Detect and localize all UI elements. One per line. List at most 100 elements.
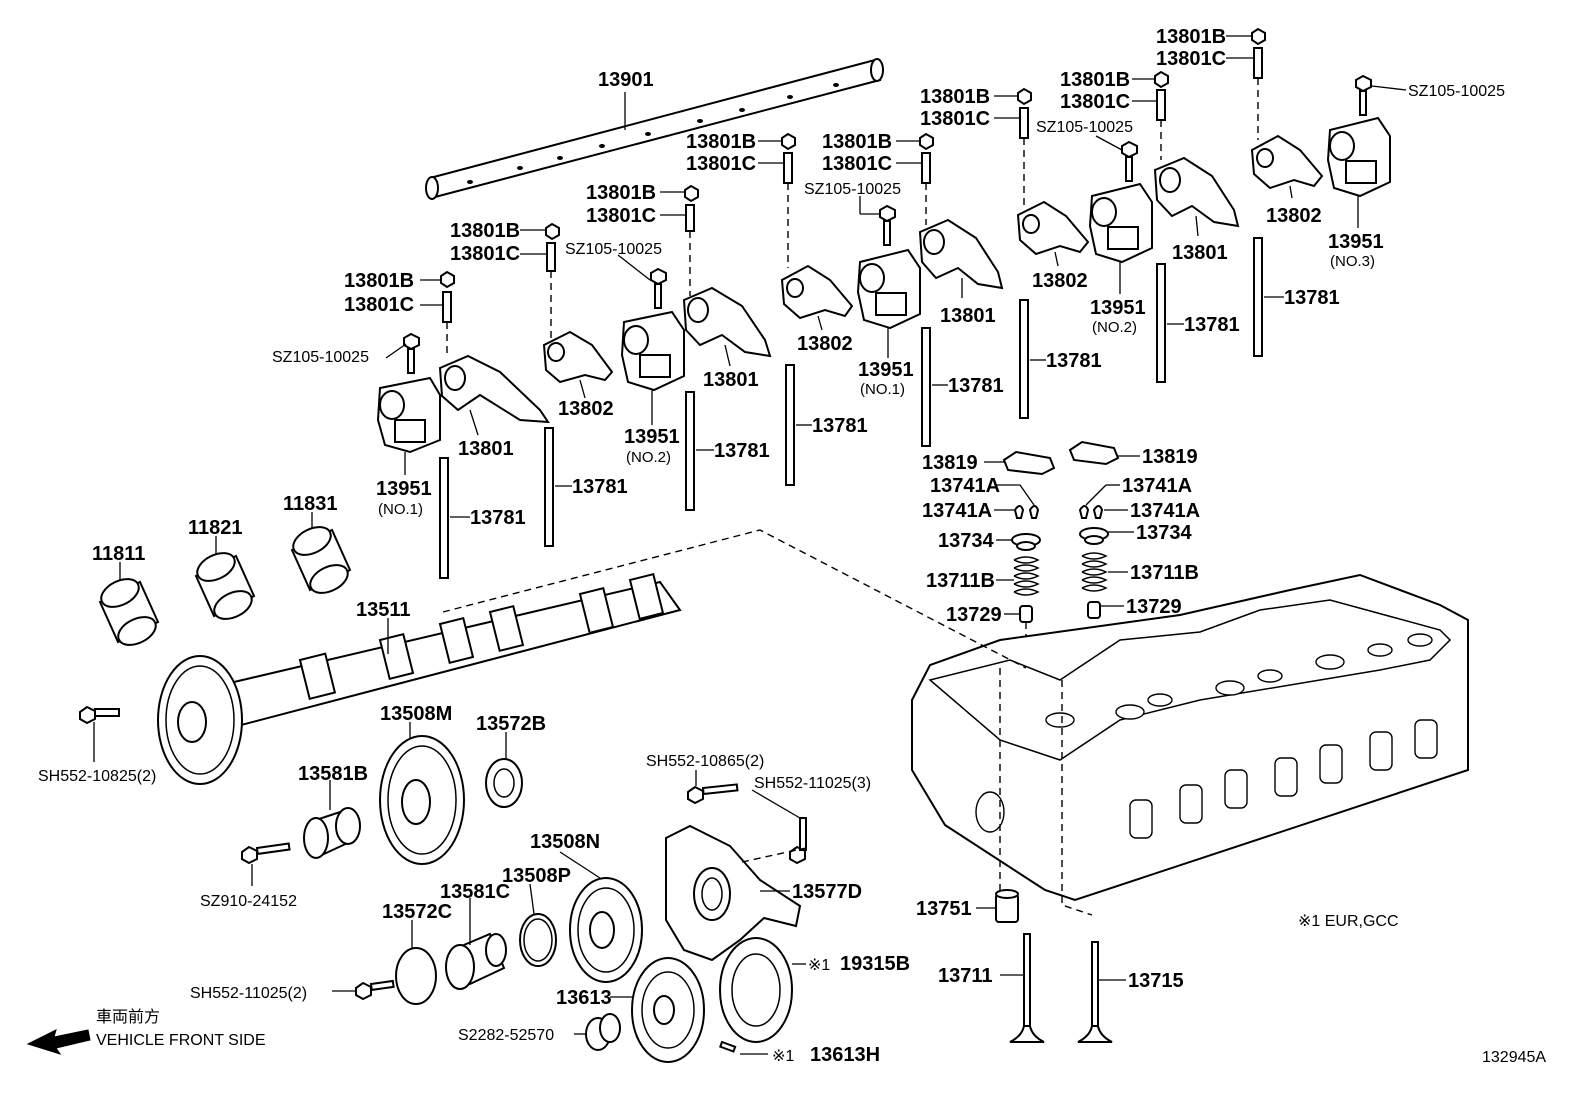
label-sz105-2: SZ105-10025 <box>565 241 662 258</box>
push-rod-13781-1[interactable] <box>439 457 470 579</box>
adjust-nut-13801b-2[interactable] <box>520 222 560 241</box>
retainer-13734-right[interactable] <box>1079 527 1134 545</box>
adjust-nut-13801b-1[interactable] <box>420 270 455 289</box>
adjust-nut-13801b-5[interactable] <box>896 132 934 151</box>
retainer-13734-left[interactable] <box>996 533 1041 551</box>
exhaust-valve-13715[interactable] <box>1077 941 1126 1043</box>
label-13715: 13715 <box>1128 970 1184 992</box>
label-s2282-52570: S2282-52570 <box>458 1027 554 1044</box>
label-13572c: 13572C <box>382 901 452 923</box>
label-13951-2: 13951 <box>624 426 680 448</box>
valve-guide-13751[interactable] <box>976 889 1019 923</box>
gear-13508n[interactable] <box>559 851 643 983</box>
rocker-support-13951-no2-a[interactable] <box>620 310 685 425</box>
label-13802-3: 13802 <box>1032 270 1088 292</box>
adjust-screw-13801c-4[interactable] <box>758 152 793 268</box>
label-13819-right: 13819 <box>1142 446 1198 468</box>
rocker-support-13951-no2-b[interactable] <box>1088 182 1153 294</box>
push-rod-13781-3[interactable] <box>685 391 714 511</box>
adjust-screw-13801c-2[interactable] <box>520 242 556 338</box>
rocker-13802-4[interactable] <box>1250 134 1324 199</box>
label-13801-3: 13801 <box>940 305 996 327</box>
rocker-arm-13801-1[interactable] <box>438 354 550 436</box>
push-rod-13781-7[interactable] <box>1156 263 1184 383</box>
cam-bearing-11831[interactable] <box>289 512 352 599</box>
shaft-13581c[interactable] <box>445 898 507 990</box>
bushing-s2282-52570[interactable] <box>574 1013 621 1051</box>
bolt-sz105-10025-5[interactable] <box>1355 74 1407 116</box>
label-sh552-10865: SH552-10865(2) <box>646 753 764 770</box>
rocker-support-13951-no3[interactable] <box>1326 116 1391 228</box>
rocker-13802-1[interactable] <box>542 330 614 399</box>
label-sz105-5: SZ105-10025 <box>1408 83 1505 100</box>
bracket-13577d[interactable] <box>665 824 807 962</box>
label-13511: 13511 <box>356 599 411 621</box>
bolt-sh552-11025-3[interactable] <box>751 789 807 865</box>
label-13801b-1: 13801B <box>344 270 414 292</box>
adjust-screw-13801c-7[interactable] <box>1132 89 1166 160</box>
label-13711b-right: 13711B <box>1130 562 1199 584</box>
label-13801c-3: 13801C <box>586 205 656 227</box>
plate-13572c[interactable] <box>395 920 437 1005</box>
adjust-nut-13801b-4[interactable] <box>758 132 796 151</box>
rocker-support-13951-no1-a[interactable] <box>376 376 441 475</box>
valve-spring-13711b-left[interactable] <box>996 556 1040 596</box>
intake-valve-13711[interactable] <box>1000 933 1045 1043</box>
rocker-arm-13801-2[interactable] <box>682 286 772 367</box>
o-ring-13508p[interactable] <box>519 883 557 967</box>
adjust-nut-13801b-7[interactable] <box>1132 70 1169 89</box>
label-13801c-1: 13801C <box>344 294 414 316</box>
push-rod-13781-5[interactable] <box>921 327 948 447</box>
valve-spring-13711b-right[interactable] <box>1081 552 1128 592</box>
push-rod-13781-4[interactable] <box>785 364 812 486</box>
label-13581c: 13581C <box>440 881 510 903</box>
idler-shaft-13581b[interactable] <box>303 780 361 859</box>
valve-key-13741a-right[interactable] <box>1078 484 1128 519</box>
adjust-nut-13801b-3[interactable] <box>660 184 699 203</box>
stem-seal-13729-right[interactable] <box>1087 601 1124 619</box>
label-19315b-mark: ※1 <box>808 957 830 974</box>
push-rod-13781-2[interactable] <box>544 427 572 547</box>
bolt-sh552-11025-2[interactable] <box>332 979 395 1001</box>
adjust-nut-13801b-6[interactable] <box>994 87 1032 106</box>
rocker-shaft-13901[interactable] <box>425 58 884 200</box>
gear-13613[interactable] <box>610 957 705 1063</box>
pulse-gear-19315b[interactable] <box>719 937 806 1043</box>
label-sh552-11025-3: SH552-11025(3) <box>754 775 871 792</box>
bolt-sz105-10025-2[interactable] <box>617 254 667 309</box>
label-13781-2: 13781 <box>572 476 628 498</box>
thrust-plate-13572b[interactable] <box>485 732 523 808</box>
adjust-nut-13801b-8[interactable] <box>1226 27 1266 46</box>
adjust-screw-13801c-1[interactable] <box>420 291 452 355</box>
valve-cap-13819-right[interactable] <box>1068 440 1140 466</box>
valve-cap-13819-left[interactable] <box>984 450 1056 476</box>
label-13801b-8: 13801B <box>1156 26 1226 48</box>
label-13951-4-no: (NO.2) <box>1092 319 1137 336</box>
bolt-sz105-10025-4[interactable] <box>1095 135 1138 182</box>
cam-bearing-11821[interactable] <box>193 536 256 625</box>
push-rod-13781-8[interactable] <box>1253 237 1284 357</box>
label-13577d: 13577D <box>792 881 862 903</box>
label-11831: 11831 <box>283 493 338 515</box>
adjust-screw-13801c-6[interactable] <box>994 107 1029 205</box>
adjust-screw-13801c-3[interactable] <box>660 204 695 296</box>
rocker-arm-13801-4[interactable] <box>1153 156 1240 237</box>
push-rod-13781-6[interactable] <box>1019 299 1046 419</box>
rocker-arm-13801-3[interactable] <box>918 218 1004 298</box>
label-13741a-l1: 13741A <box>930 475 1000 497</box>
gear-13508m[interactable] <box>379 722 465 865</box>
bolt-sz105-10025-3[interactable] <box>859 196 896 246</box>
pin-13613h[interactable] <box>719 1040 768 1055</box>
bolt-sh552-10865[interactable] <box>687 770 739 805</box>
adjust-screw-13801c-8[interactable] <box>1226 47 1263 140</box>
adjust-screw-13801c-5[interactable] <box>896 152 931 225</box>
rocker-13802-2[interactable] <box>780 264 854 331</box>
rocker-13802-3[interactable] <box>1016 200 1090 267</box>
camshaft-13511[interactable] <box>157 572 682 785</box>
rocker-support-13951-no1-b[interactable] <box>856 248 921 358</box>
bolt-sz105-10025-1[interactable] <box>385 332 420 374</box>
cam-bearing-11811[interactable] <box>97 562 160 651</box>
bolt-sz910-24152[interactable] <box>241 842 291 886</box>
valve-key-13741a-left[interactable] <box>994 484 1040 519</box>
bolt-sh552-10825[interactable] <box>79 705 120 762</box>
